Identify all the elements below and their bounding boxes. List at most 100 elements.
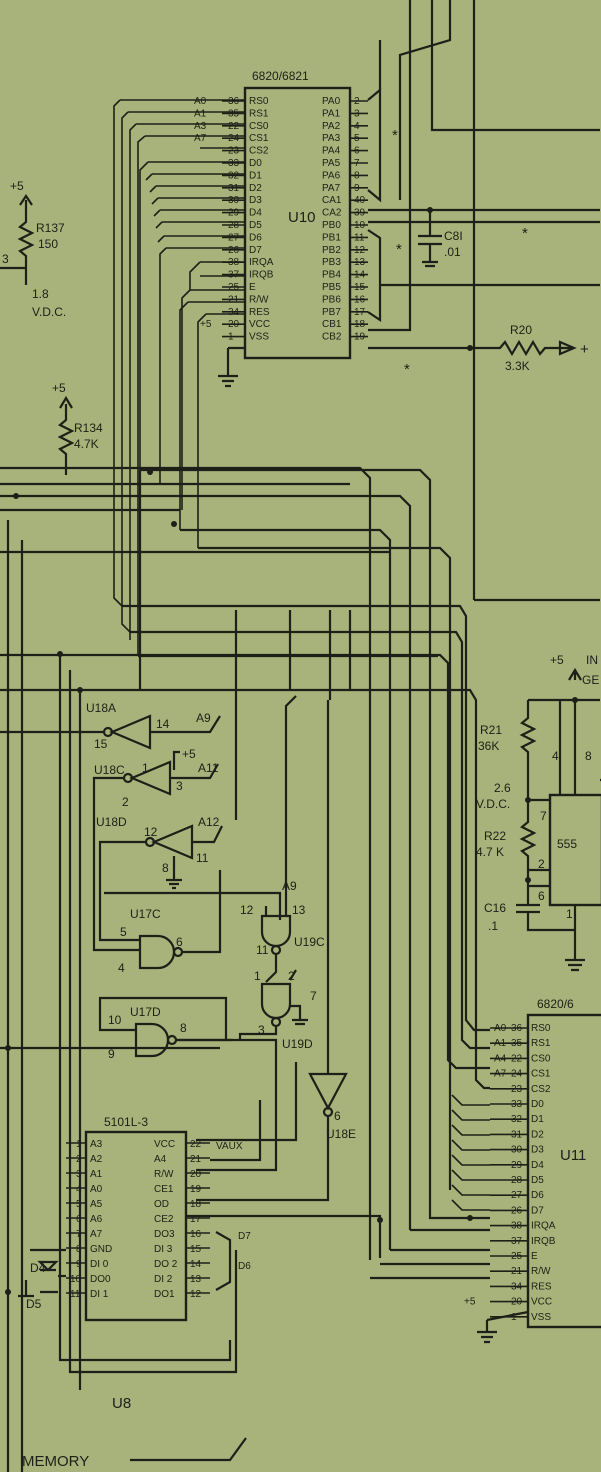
u18c-net: A11 xyxy=(198,761,219,775)
u11-pin-signal: R/W xyxy=(531,1266,551,1277)
star-3: * xyxy=(522,225,528,242)
u10-pin-signal: PB7 xyxy=(322,307,341,318)
u10-pin-signal: D1 xyxy=(249,170,262,181)
u10-pin-signal: PA4 xyxy=(322,146,341,157)
timer-plus5: +5 xyxy=(550,653,564,667)
u11-pin-signal: RS1 xyxy=(531,1038,551,1049)
u10-pin-signal: PB5 xyxy=(322,282,341,293)
u11-pin-signal: CS2 xyxy=(531,1084,551,1095)
u10-pin-signal: D0 xyxy=(249,158,262,169)
c8-capacitor: C8I .01 xyxy=(418,210,463,268)
r134-plus5: +5 xyxy=(52,381,66,395)
u8-pin-number: 9 xyxy=(76,1259,82,1270)
vdc-26-unit: V.D.C. xyxy=(476,797,510,811)
u8-pin-number: 15 xyxy=(190,1244,202,1255)
u11-pin-signal: VCC xyxy=(531,1297,552,1308)
u18a-ref: U18A xyxy=(86,701,116,715)
u8-pin-signal: GND xyxy=(90,1244,112,1255)
timer-pin7: 7 xyxy=(540,809,547,823)
u8-pin-signal: DO3 xyxy=(154,1229,175,1240)
u8-pin-signal: A5 xyxy=(90,1199,103,1210)
u8-pin-signal: A0 xyxy=(90,1184,103,1195)
timer-pin6: 6 xyxy=(538,889,545,903)
c16-value: .1 xyxy=(488,919,498,933)
timer-pin2: 2 xyxy=(538,857,545,871)
r134-value: 4.7K xyxy=(74,437,99,451)
u10-ground xyxy=(218,346,245,388)
u8-ref: U8 xyxy=(112,1395,131,1412)
u17d-ref: U17D xyxy=(130,1005,161,1019)
u8-pin-number: 7 xyxy=(76,1229,82,1240)
r134-resistor: +5 R134 4.7K xyxy=(52,381,103,475)
star-1: * xyxy=(392,127,398,144)
memory-label: MEMORY xyxy=(22,1437,247,1470)
r134-ref: R134 xyxy=(74,421,103,435)
u10-pin-signal: PA2 xyxy=(322,121,341,132)
u8-pin-signal: VCC xyxy=(154,1139,175,1150)
u8-pin-number: 13 xyxy=(190,1274,202,1285)
u10-pin-signal: D5 xyxy=(249,220,262,231)
u10-body xyxy=(243,86,352,360)
u8-pin-number: 12 xyxy=(190,1289,202,1300)
u10-pin-signal: E xyxy=(249,282,256,293)
u10-pin-net: A3 xyxy=(194,121,207,132)
u18c-ref: U18C xyxy=(94,763,125,777)
u10-pin-signal: R/W xyxy=(249,294,269,305)
u11-pin-signal: D4 xyxy=(531,1160,544,1171)
u18d-ref: U18D xyxy=(96,815,127,829)
diodes: D4 D5 xyxy=(18,1248,66,1311)
r20-resistor: R20 3.3K + xyxy=(480,323,589,373)
u18d-pin8: 8 xyxy=(162,861,169,875)
u8-pin-number: 19 xyxy=(190,1184,202,1195)
u18c-pin3: 3 xyxy=(176,779,183,793)
u19d-ref: U19D xyxy=(282,1037,313,1051)
u8-pin-signal: A2 xyxy=(90,1154,103,1165)
u8-pin-number: 10 xyxy=(70,1274,82,1285)
u11-pin-signal: D5 xyxy=(531,1175,544,1186)
gate-u19d: 1 2 3 7 U19D xyxy=(238,969,317,1051)
c8-ref: C8I xyxy=(444,229,463,243)
u18e-pin6: 6 xyxy=(334,1109,341,1123)
u10-pin-signal: PA6 xyxy=(322,170,341,181)
u10-port-wiring xyxy=(367,0,600,602)
u11-pia: 6820/6 U11 RS036A0RS135A1CS022A4CS124A7C… xyxy=(464,997,601,1344)
u8-pin-signal: DO 2 xyxy=(154,1259,178,1270)
u8-pin-signal: DI 1 xyxy=(90,1289,109,1300)
r21-value: 36K xyxy=(478,739,499,753)
gate-u18c: U18C 1 2 3 +5 A11 xyxy=(92,747,219,952)
u18c-supply: +5 xyxy=(182,747,196,761)
u8-pin-signal: A7 xyxy=(90,1229,103,1240)
u19c-net: A9 xyxy=(282,879,297,893)
u18d-pin11: 11 xyxy=(196,851,209,865)
u19d-pin3: 3 xyxy=(258,1023,265,1037)
u11-pin-signal: D6 xyxy=(531,1190,544,1201)
u11-pin-signal: IRQB xyxy=(531,1236,556,1247)
r20-value: 3.3K xyxy=(505,359,530,373)
u8-pin-number: 2 xyxy=(76,1154,82,1165)
u19c-pin13: 13 xyxy=(292,903,306,917)
u18c-pin1: 1 xyxy=(142,761,149,775)
u10-pin-signal: PB4 xyxy=(322,270,341,281)
u11-ref: U11 xyxy=(560,1147,586,1164)
u8-pin-signal: CE1 xyxy=(154,1184,174,1195)
vdc-18-value: 1.8 xyxy=(32,287,49,301)
u17d-pin10: 10 xyxy=(108,1013,122,1027)
u18d-pin12: 12 xyxy=(144,825,158,839)
u17c-pin4: 4 xyxy=(118,961,125,975)
u8-pin-number: 17 xyxy=(190,1214,202,1225)
u11-pin-signal: D3 xyxy=(531,1145,544,1156)
d5-label: D5 xyxy=(26,1297,42,1311)
u10-pin-signal: D3 xyxy=(249,195,262,206)
u8-pin-signal: A1 xyxy=(90,1169,103,1180)
u10-pin-signal: IRQB xyxy=(249,270,274,281)
u19d-pin2: 2 xyxy=(288,969,295,983)
vdc-26-value: 2.6 xyxy=(494,781,511,795)
u10-pia: 6820/6821 U10 RS036A0RS135A1CS022A3CS124… xyxy=(194,69,368,360)
u10-ref: U10 xyxy=(288,209,316,226)
u8-pin-ext: D6 xyxy=(238,1261,251,1272)
u10-pin-signal: PA3 xyxy=(322,133,341,144)
star-2: * xyxy=(396,241,402,258)
